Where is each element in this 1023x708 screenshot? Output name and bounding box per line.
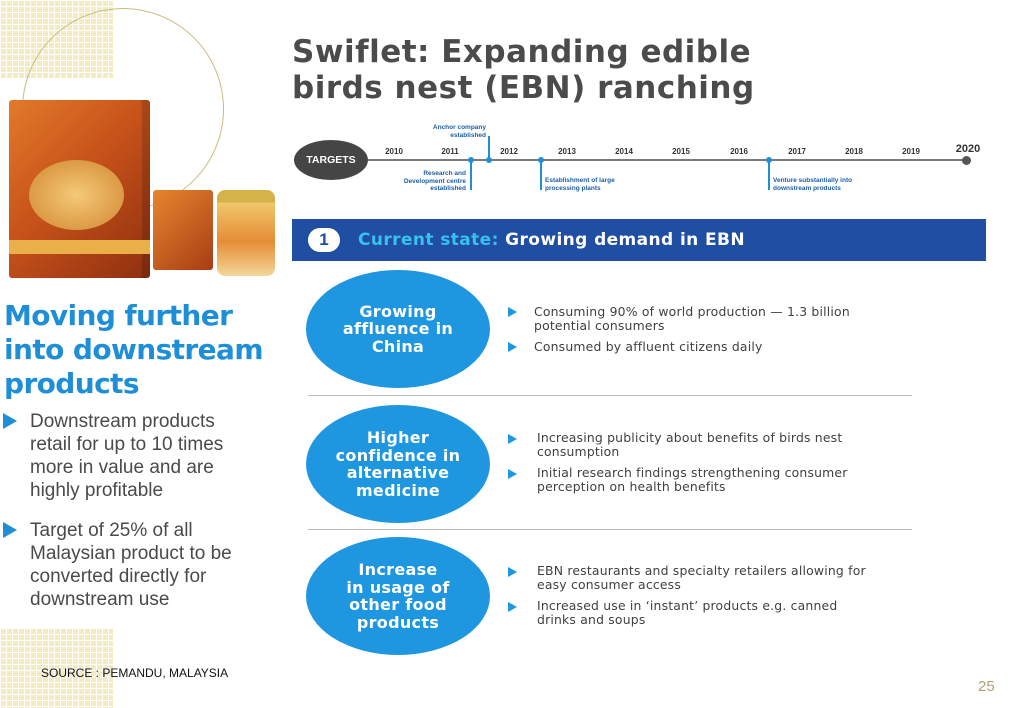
driver-circle-food-products: Increase in usage of other food products [306, 537, 490, 655]
year-label: 2012 [500, 147, 518, 156]
driver-bullet: Consuming 90% of world production — 1.3 … [534, 304, 850, 333]
milestone-dot [538, 157, 544, 163]
bullet-arrow-icon [3, 522, 17, 538]
left-bullet: Target of 25% of all Malaysian product t… [30, 520, 232, 610]
bullet-arrow-icon [508, 434, 517, 444]
driver-circle-affluence: Growing affluence in China [306, 270, 490, 388]
banner-text: Current state: Growing demand in EBN [358, 230, 745, 250]
bullet-arrow-icon [508, 307, 517, 317]
slide-title: Swiflet: Expanding edible birds nest (EB… [292, 34, 932, 106]
product-small-box [153, 190, 213, 270]
title-line-2: birds nest (EBN) ranching [292, 70, 755, 106]
section-banner: 1 Current state: Growing demand in EBN [292, 219, 986, 261]
bullet-arrow-icon [3, 413, 17, 429]
year-label: 2013 [558, 147, 576, 156]
year-label: 2019 [902, 147, 920, 156]
product-jar [217, 190, 275, 276]
milestone-dot [486, 157, 492, 163]
milestone-processing-plants: Establishment of large processing plants [545, 177, 615, 192]
page-number: 25 [978, 678, 995, 695]
milestone-line [768, 160, 770, 190]
source-note: SOURCE : PEMANDU, MALAYSIA [41, 666, 229, 680]
year-label: 2017 [788, 147, 806, 156]
bullet-arrow-icon [508, 342, 517, 352]
targets-label: TARGETS [294, 140, 368, 180]
milestone-line [540, 160, 542, 190]
milestone-dot [766, 157, 772, 163]
banner-prefix: Current state: [358, 230, 499, 250]
section-number-badge: 1 [308, 228, 340, 252]
driver-circle-medicine: Higher confidence in alternative medicin… [306, 405, 490, 523]
decorative-grid-bottom [0, 628, 113, 708]
product-box [9, 100, 150, 278]
title-line-1: Swiflet: Expanding edible [292, 34, 752, 70]
bullet-arrow-icon [508, 567, 517, 577]
timeline-end-dot [962, 156, 971, 165]
year-label: 2010 [385, 147, 403, 156]
banner-main: Growing demand in EBN [505, 230, 745, 250]
timeline-line [368, 159, 968, 161]
year-label: 2016 [730, 147, 748, 156]
milestone-line [470, 160, 472, 190]
bullet-arrow-icon [508, 602, 517, 612]
year-label: 2018 [845, 147, 863, 156]
milestone-dot [468, 157, 474, 163]
targets-timeline: TARGETS 2010 2011 2012 2013 2014 2015 20… [290, 120, 990, 202]
bullet-arrow-icon [508, 469, 517, 479]
milestone-rnd-centre: Research and Development centre establis… [403, 170, 466, 192]
section-divider [308, 395, 912, 396]
product-box-panel [29, 160, 124, 230]
left-heading: Moving further into downstream products [4, 299, 264, 400]
product-box-band [9, 240, 150, 254]
driver-bullet: Increasing publicity about benefits of b… [537, 430, 843, 459]
driver-bullet: EBN restaurants and specialty retailers … [537, 563, 866, 592]
left-bullet: Downstream products retail for up to 10 … [30, 411, 224, 501]
product-photo [3, 98, 275, 280]
milestone-line [488, 136, 490, 160]
driver-bullet: Initial research findings strengthening … [537, 465, 848, 494]
section-divider [308, 529, 912, 530]
milestone-downstream: Venture substantially into downstream pr… [773, 177, 853, 192]
year-label: 2020 [955, 143, 981, 155]
milestone-anchor-company: Anchor company established [432, 124, 486, 139]
year-label: 2015 [672, 147, 690, 156]
year-label: 2014 [615, 147, 633, 156]
decorative-grid-top [0, 0, 224, 210]
year-label: 2011 [441, 147, 459, 156]
driver-bullet: Consumed by affluent citizens daily [534, 339, 763, 354]
driver-bullet: Increased use in ‘instant’ products e.g.… [537, 598, 838, 627]
